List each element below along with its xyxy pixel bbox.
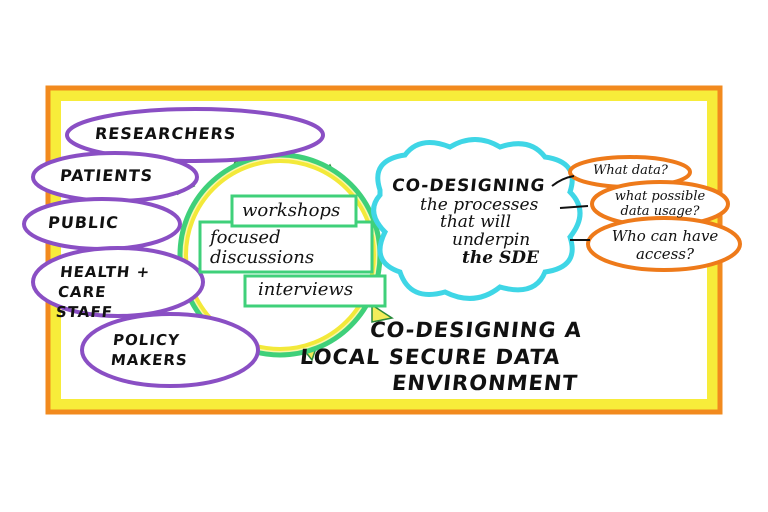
- box-interviews: [243, 274, 387, 308]
- bubble-access: [586, 216, 742, 272]
- stakeholder-patients: PATIENTS: [59, 166, 155, 185]
- question-data-usage: what possible data usage?: [614, 189, 706, 219]
- stakeholder-health-care-staff: HEALTH + CARE STAFF: [54, 263, 152, 321]
- cloud-line-4: the SDE: [462, 248, 539, 268]
- question-access: Who can have access?: [611, 227, 719, 263]
- cloud-line-2: that will: [440, 212, 512, 232]
- stakeholder-researchers: RESEARCHERS: [94, 124, 238, 143]
- title-line-3: ENVIRONMENT: [390, 371, 580, 395]
- method-workshops: workshops: [242, 200, 341, 221]
- cloud-line-3: underpin: [452, 230, 531, 250]
- thought-cloud: [371, 137, 583, 301]
- method-focused-discussions: focused discussions: [210, 227, 315, 268]
- question-what-data: What data?: [593, 163, 668, 178]
- box-workshops: [230, 194, 358, 228]
- title-line-1: CO-DESIGNING A: [368, 318, 584, 342]
- stakeholder-public: PUBLIC: [47, 213, 120, 232]
- box-focused: [198, 220, 374, 274]
- ellipse-researchers: [65, 107, 325, 163]
- method-interviews: interviews: [258, 279, 354, 300]
- cloud-line-1: the processes: [420, 195, 539, 215]
- title-line-2: LOCAL SECURE DATA: [298, 345, 562, 369]
- ellipse-policy-makers: [80, 312, 260, 388]
- stakeholder-policy-makers: POLICY MAKERS: [110, 331, 189, 369]
- ellipse-health-staff: [31, 246, 205, 318]
- cloud-heading: CO-DESIGNING: [391, 176, 547, 196]
